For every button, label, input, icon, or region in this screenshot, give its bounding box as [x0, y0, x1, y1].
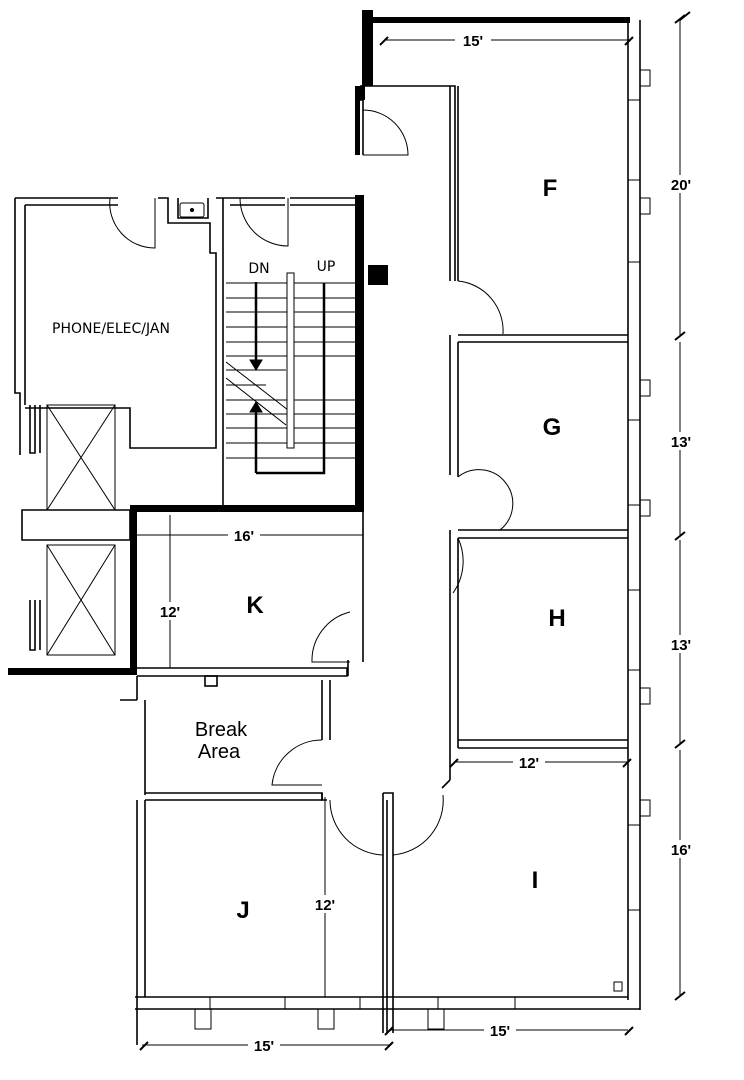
- dimension-labels: 15' 20' 13' 13' 16' 12' 16' 12' 12' 15' …: [155, 32, 696, 1055]
- elevator-shafts: [46, 404, 116, 656]
- exterior-window-wall-right: [627, 20, 651, 1010]
- room-label-j: J: [236, 897, 249, 924]
- room-label-k: K: [246, 592, 264, 619]
- dim-h-depth: 13': [671, 637, 691, 654]
- dimension-lines: [136, 11, 691, 1051]
- room-label-i: I: [532, 867, 539, 894]
- dim-k-width: 16': [234, 528, 254, 545]
- stairs: [225, 272, 356, 475]
- room-label-h: H: [548, 605, 565, 632]
- room-label-utility: PHONE/ELEC/JAN: [52, 321, 170, 337]
- room-label-break-line1: Break: [195, 719, 248, 741]
- dim-f-depth: 20': [671, 177, 691, 194]
- interior-walls: [14, 85, 628, 1045]
- stairs-up-label: UP: [317, 259, 336, 275]
- room-label-break-line2: Area: [198, 741, 241, 763]
- room-label-f: F: [543, 175, 558, 202]
- dim-f-width: 15': [463, 33, 483, 50]
- dim-g-depth: 13': [671, 434, 691, 451]
- dim-j-depth: 12': [315, 897, 335, 914]
- room-label-g: G: [543, 414, 562, 441]
- thick-walls: [8, 10, 630, 675]
- dim-i-width-top: 12': [519, 755, 539, 772]
- sink-icon: [179, 202, 205, 218]
- door-swings: [109, 109, 514, 856]
- dim-i-depth: 16': [671, 842, 691, 859]
- dim-j-width: 15': [254, 1038, 274, 1055]
- dim-k-depth: 12': [160, 604, 180, 621]
- stairs-down-label: DN: [248, 261, 269, 277]
- dim-i-width-bottom: 15': [490, 1023, 510, 1040]
